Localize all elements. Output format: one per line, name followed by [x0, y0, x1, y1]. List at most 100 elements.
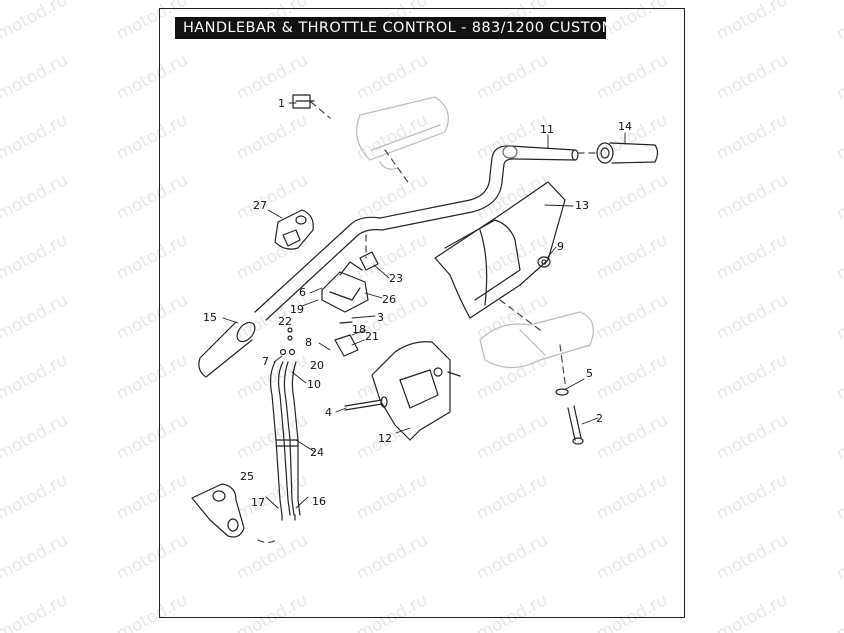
watermark-text: motod.ru: [233, 590, 311, 633]
label-part-22: 22: [278, 315, 292, 328]
screw-4: [344, 396, 388, 411]
label-part-2: 2: [596, 412, 603, 425]
label-part-24: 24: [310, 446, 324, 459]
watermark-text: motod.ru: [113, 290, 191, 344]
nut-9: [537, 256, 551, 268]
watermark-text: motod.ru: [233, 410, 311, 464]
label-part-21: 21: [365, 330, 379, 343]
watermark-text: motod.ru: [353, 170, 431, 224]
watermark-text: motod.ru: [833, 590, 844, 633]
assembly-guide-lines: [257, 101, 601, 544]
label-part-9: 9: [557, 240, 564, 253]
watermark-text: motod.ru: [833, 0, 844, 44]
watermark-text: motod.ru: [113, 470, 191, 524]
label-part-15: 15: [203, 311, 217, 324]
watermark-text: motod.ru: [833, 290, 844, 344]
watermark-text: motod.ru: [113, 590, 191, 633]
watermark-text: motod.ru: [593, 50, 671, 104]
watermark-text: motod.ru: [713, 410, 791, 464]
label-part-3: 3: [377, 311, 384, 324]
label-part-12: 12: [378, 432, 392, 445]
watermark-text: motod.ru: [473, 410, 551, 464]
watermark-text: motod.ru: [353, 110, 431, 164]
label-part-26: 26: [382, 293, 396, 306]
screw-2: [567, 405, 584, 445]
watermark-text: motod.ru: [593, 410, 671, 464]
label-part-25: 25: [240, 470, 254, 483]
lower-housing-12: [371, 341, 461, 441]
label-part-6: 6: [299, 286, 306, 299]
watermark-text: motod.ru: [113, 350, 191, 404]
watermark-text: motod.ru: [353, 530, 431, 584]
label-part-19: 19: [290, 303, 304, 316]
watermark-text: motod.ru: [0, 50, 71, 104]
label-part-5: 5: [586, 367, 593, 380]
watermark-text: motod.ru: [0, 290, 71, 344]
watermark-text: motod.ru: [833, 230, 844, 284]
watermark-text: motod.ru: [833, 470, 844, 524]
watermark-text: motod.ru: [473, 110, 551, 164]
watermark-text: motod.ru: [0, 0, 71, 44]
label-part-27: 27: [253, 199, 267, 212]
watermark-text: motod.ru: [713, 110, 791, 164]
watermark-text: motod.ru: [113, 170, 191, 224]
watermark-text: motod.ru: [0, 350, 71, 404]
clip-23: [359, 251, 379, 271]
part-labels: 1 2 3 4 5 6 7 8 9 10 11 12 13 14 15 16 1…: [203, 97, 632, 509]
watermark-text: motod.ru: [593, 110, 671, 164]
watermark-text: motod.ru: [0, 230, 71, 284]
handlebar-11: [254, 145, 579, 321]
watermark-text: motod.ru: [113, 230, 191, 284]
watermark-text: motod.ru: [593, 530, 671, 584]
watermark-text: motod.ru: [713, 470, 791, 524]
watermark-text: motod.ru: [833, 530, 844, 584]
mirror-cover-13: [434, 181, 566, 319]
right-grip-14: [596, 142, 659, 164]
watermark-text: motod.ru: [713, 350, 791, 404]
screw-1: [292, 94, 315, 109]
watermark-text: motod.ru: [233, 110, 311, 164]
watermark-text: motod.ru: [593, 170, 671, 224]
watermark-text: motod.ru: [473, 470, 551, 524]
small-parts-cluster: [279, 321, 359, 357]
lower-clamp-ghost: [479, 311, 594, 369]
label-part-23: 23: [389, 272, 403, 285]
upper-riser-clamp-ghost: [356, 96, 449, 170]
watermark-text: motod.ru: [113, 110, 191, 164]
label-part-4: 4: [325, 406, 332, 419]
watermark-text: motod.ru: [0, 110, 71, 164]
label-part-17: 17: [251, 496, 265, 509]
watermark-text: motod.ru: [833, 170, 844, 224]
watermark-text: motod.ru: [0, 590, 71, 633]
watermark-text: motod.ru: [713, 0, 791, 44]
watermark-text: motod.ru: [353, 50, 431, 104]
diagram-frame: [159, 8, 685, 618]
control-housing-26: [321, 261, 369, 313]
label-part-1: 1: [278, 97, 285, 110]
watermark-text: motod.ru: [473, 170, 551, 224]
watermark-text: motod.ru: [233, 530, 311, 584]
watermark-text: motod.ru: [113, 410, 191, 464]
watermark-text: motod.ru: [713, 290, 791, 344]
watermark-text: motod.ru: [713, 230, 791, 284]
watermark-text: motod.ru: [593, 290, 671, 344]
watermark-text: motod.ru: [833, 110, 844, 164]
label-part-16: 16: [312, 495, 326, 508]
watermark-text: motod.ru: [593, 230, 671, 284]
label-part-14: 14: [618, 120, 632, 133]
watermark-text: motod.ru: [593, 590, 671, 633]
watermark-text: motod.ru: [0, 170, 71, 224]
watermark-text: motod.ru: [0, 470, 71, 524]
watermark-text: motod.ru: [593, 350, 671, 404]
watermark-text: motod.ru: [713, 530, 791, 584]
diagram-title: HANDLEBAR & THROTTLE CONTROL - 883/1200 …: [183, 20, 615, 36]
watermark-text: motod.ru: [353, 470, 431, 524]
watermark-text: motod.ru: [473, 530, 551, 584]
watermark-text: motod.ru: [713, 50, 791, 104]
watermark-text: motod.ru: [113, 50, 191, 104]
watermark-text: motod.ru: [0, 530, 71, 584]
watermark-text: motod.ru: [713, 170, 791, 224]
diagram-title-bar: HANDLEBAR & THROTTLE CONTROL - 883/1200 …: [175, 17, 614, 39]
label-part-11: 11: [540, 123, 554, 136]
